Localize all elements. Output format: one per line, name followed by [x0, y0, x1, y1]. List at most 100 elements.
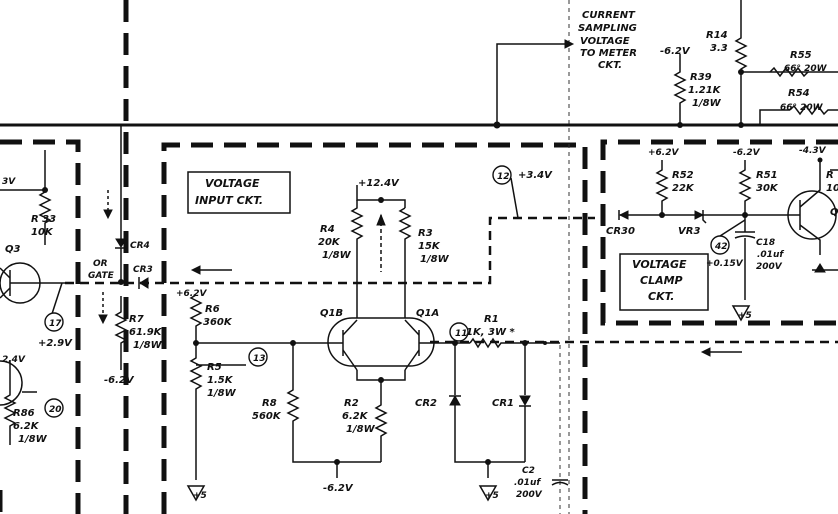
supply-clamp-m43: -4.3V	[799, 146, 827, 156]
r14-val: 3.3	[710, 43, 728, 54]
supply-p015: +0.15V	[706, 259, 744, 269]
voltage-clamp-label-1: VOLTAGE	[632, 258, 687, 271]
r2-ref: R2	[344, 398, 359, 409]
current-note-3: VOLTAGE	[580, 36, 630, 47]
node-17-marker	[44, 312, 64, 332]
r86-ref: R86	[13, 408, 35, 419]
q-partial-ref: Q	[830, 207, 838, 218]
c18-val: .01uf	[757, 250, 784, 260]
cr3-ref: CR3	[133, 265, 153, 275]
c2-volt: 200V	[516, 490, 543, 500]
supply-m62-bottom: -6.2V	[323, 483, 354, 494]
r2-val: 6.2K	[342, 411, 369, 422]
current-note-4: TO METER	[580, 48, 637, 59]
r52-ref: R52	[672, 170, 694, 181]
q1a-ref: Q1A	[416, 308, 439, 319]
r7-watt: 1/8W	[133, 340, 163, 351]
gnd-label-r5: +5	[193, 491, 207, 501]
r51-ref: R51	[756, 170, 778, 181]
r8-ref: R8	[262, 398, 277, 409]
supply-clamp-p62: +6.2V	[648, 148, 679, 158]
r6-ref: R6	[205, 304, 220, 315]
node-20-label: 20	[49, 405, 62, 415]
r14-ref: R14	[706, 30, 728, 41]
r7-ref: R7	[129, 314, 144, 325]
r33-val: 10K	[31, 227, 54, 238]
gnd-label-clamp: +5	[738, 311, 752, 321]
q3-ref: Q3	[5, 244, 21, 255]
cr2-ref: CR2	[415, 398, 437, 409]
r55-val: 66° 20W	[784, 64, 828, 74]
supply-left-top: 3V	[2, 177, 16, 187]
supply-m62-left: -6.2V	[104, 375, 135, 386]
cr4-ref: CR4	[130, 241, 150, 251]
voltage-input-label-1: VOLTAGE	[205, 177, 260, 190]
r3-watt: 1/8W	[420, 254, 450, 265]
r1-ref: R1	[484, 314, 499, 325]
r51-val: 30K	[756, 183, 779, 194]
c18-volt: 200V	[756, 262, 783, 272]
supply-m62-top: -6.2V	[660, 46, 691, 57]
supply-left-mid: 2.4V	[2, 355, 26, 365]
node-42-label: 42	[714, 242, 728, 252]
voltage-clamp-label-3: CKT.	[648, 290, 674, 303]
q1b-ref: Q1B	[320, 308, 343, 319]
r-partial-val: 10	[826, 183, 838, 194]
r4-val: 20K	[318, 237, 341, 248]
r5-watt: 1/8W	[207, 388, 237, 399]
r2-watt: 1/8W	[346, 424, 376, 435]
r4-ref: R4	[320, 224, 335, 235]
r4-watt: 1/8W	[322, 250, 352, 261]
r8-val: 560K	[252, 411, 282, 422]
r54-val: 66° 20W	[780, 103, 824, 113]
r5-ref: R5	[207, 362, 222, 373]
supply-p62-r6: +6.2V	[176, 289, 207, 299]
or-gate-1: OR	[93, 259, 108, 269]
supply-clamp-m62: -6.2V	[733, 148, 761, 158]
voltage-clamp-label-2: CLAMP	[640, 274, 683, 287]
r-partial-ref: R	[826, 170, 834, 181]
or-gate-2: GATE	[88, 271, 115, 281]
supply-p34: +3.4V	[518, 170, 553, 181]
r5-val: 1.5K	[207, 375, 234, 386]
node-11-label: 11	[455, 329, 468, 339]
r39-watt: 1/8W	[692, 98, 722, 109]
r86-watt: 1/8W	[18, 434, 48, 445]
r55-ref: R55	[790, 50, 812, 61]
current-note-5: CKT.	[598, 60, 622, 71]
node-20-marker	[44, 398, 64, 418]
r52-val: 22K	[672, 183, 695, 194]
r54-ref: R54	[788, 88, 810, 99]
node-12-marker	[492, 165, 512, 185]
r33-ref: R 33	[31, 214, 56, 225]
node-13-marker	[248, 347, 268, 367]
r7-val: 61.9K	[129, 327, 163, 338]
current-note-1: CURRENT	[582, 10, 636, 21]
cr1-ref: CR1	[492, 398, 514, 409]
node-13-label: 13	[253, 354, 266, 364]
r1-val: 1K, 3W *	[466, 327, 515, 338]
c2-ref: C2	[522, 466, 535, 476]
voltage-clamp-box	[619, 253, 709, 311]
sampling-lead	[496, 43, 565, 125]
cr30-ref: CR30	[606, 226, 635, 237]
r86-val: 6.2K	[13, 421, 40, 432]
supply-p124: +12.4V	[358, 178, 400, 189]
vr3-ref: VR3	[678, 226, 700, 237]
c2-val: .01uf	[514, 478, 541, 488]
voltage-input-label-2: INPUT CKT.	[195, 194, 263, 207]
r39-val: 1.21K	[688, 85, 722, 96]
r3-ref: R3	[418, 228, 433, 239]
r3-val: 15K	[418, 241, 441, 252]
c18-ref: C18	[756, 238, 775, 248]
voltage-input-box	[187, 171, 291, 214]
node-12-label: 12	[497, 172, 510, 182]
supply-p29: +2.9V	[38, 338, 73, 349]
current-note-2: SAMPLING	[578, 23, 637, 34]
node-11-marker	[449, 322, 469, 342]
gnd-label-cr: +5	[485, 491, 499, 501]
r6-val: 360K	[203, 317, 233, 328]
r39-ref: R39	[690, 72, 712, 83]
